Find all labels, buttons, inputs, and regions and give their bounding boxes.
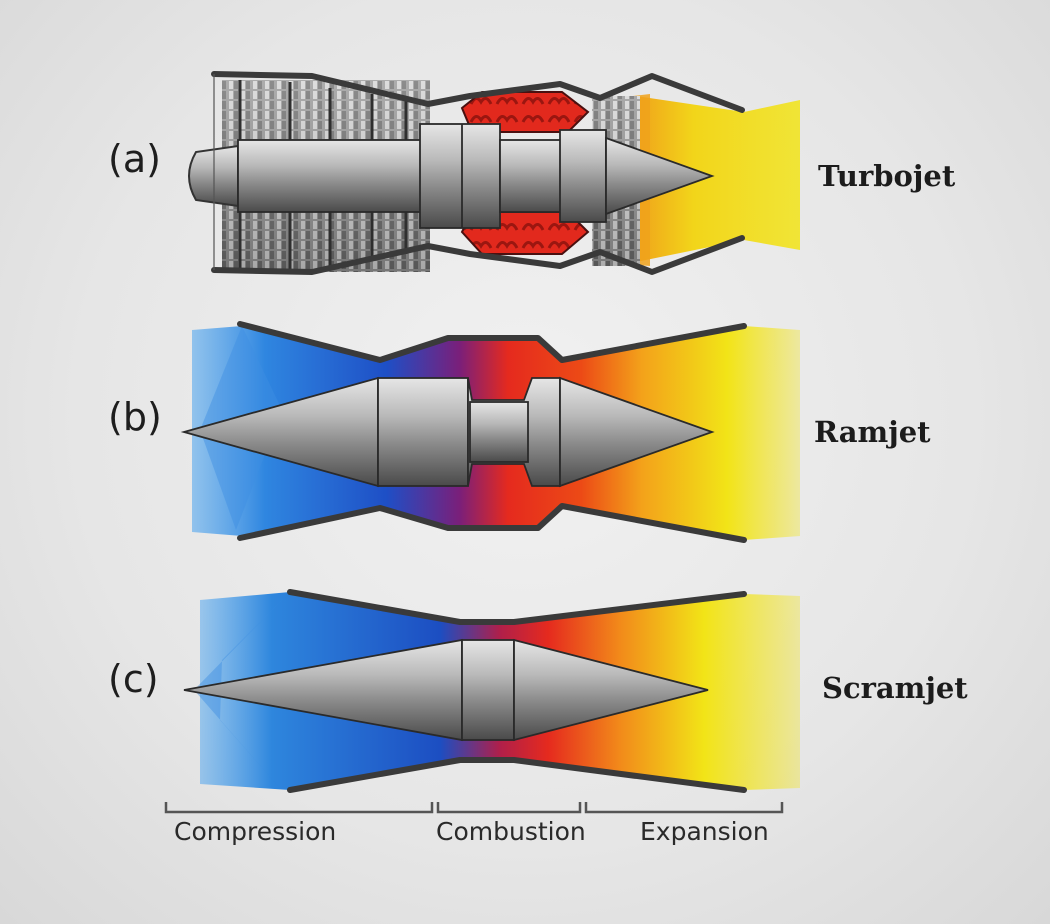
engine-name-ramjet: Ramjet xyxy=(814,415,931,449)
scramjet-engine xyxy=(183,589,800,793)
phase-compression: Compression xyxy=(174,817,336,846)
turbojet-engine xyxy=(188,71,800,275)
label-a: (a) xyxy=(108,137,161,181)
engine-shaft-icon xyxy=(188,123,715,229)
ramjet-engine xyxy=(180,321,800,543)
ramjet-centerbody xyxy=(180,376,715,488)
exhaust-plume-icon xyxy=(636,96,800,262)
phase-expansion: Expansion xyxy=(640,817,769,846)
phase-brackets xyxy=(164,802,784,814)
label-c: (c) xyxy=(108,657,159,701)
engine-name-turbojet: Turbojet xyxy=(818,159,956,193)
label-b: (b) xyxy=(108,395,162,439)
scramjet-centerbody xyxy=(183,638,709,742)
engine-name-scramjet: Scramjet xyxy=(822,671,968,705)
phase-combustion: Combustion xyxy=(436,817,586,846)
